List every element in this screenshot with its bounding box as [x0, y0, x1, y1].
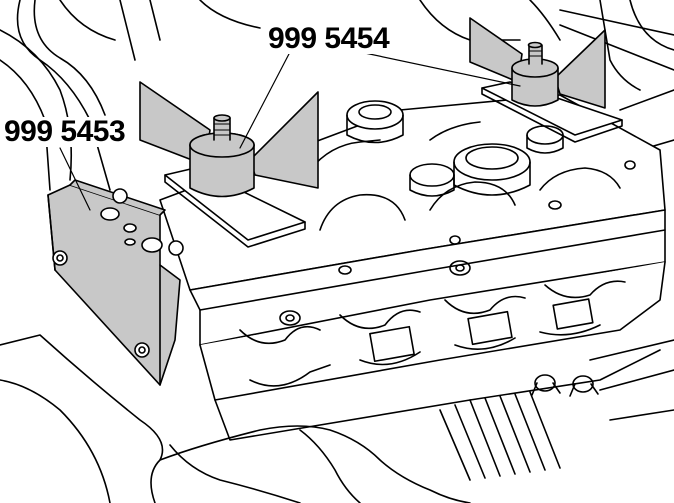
- tool-999-5454-right: [469, 17, 623, 143]
- leader-5454-left: [239, 51, 291, 149]
- leader-5454-right: [359, 51, 521, 87]
- tool-999-5453-bracket: [47, 179, 184, 386]
- leader-5453: [59, 147, 91, 211]
- engine-bay-background: [0, 0, 674, 191]
- tool-999-5454-left: [139, 81, 319, 248]
- cylinder-head: [159, 94, 674, 481]
- callout-label-999-5454: 999 5454: [266, 22, 392, 55]
- foreground-hand-outline: [0, 334, 471, 503]
- callout-label-999-5453: 999 5453: [2, 115, 128, 148]
- leader-lines: [59, 51, 521, 211]
